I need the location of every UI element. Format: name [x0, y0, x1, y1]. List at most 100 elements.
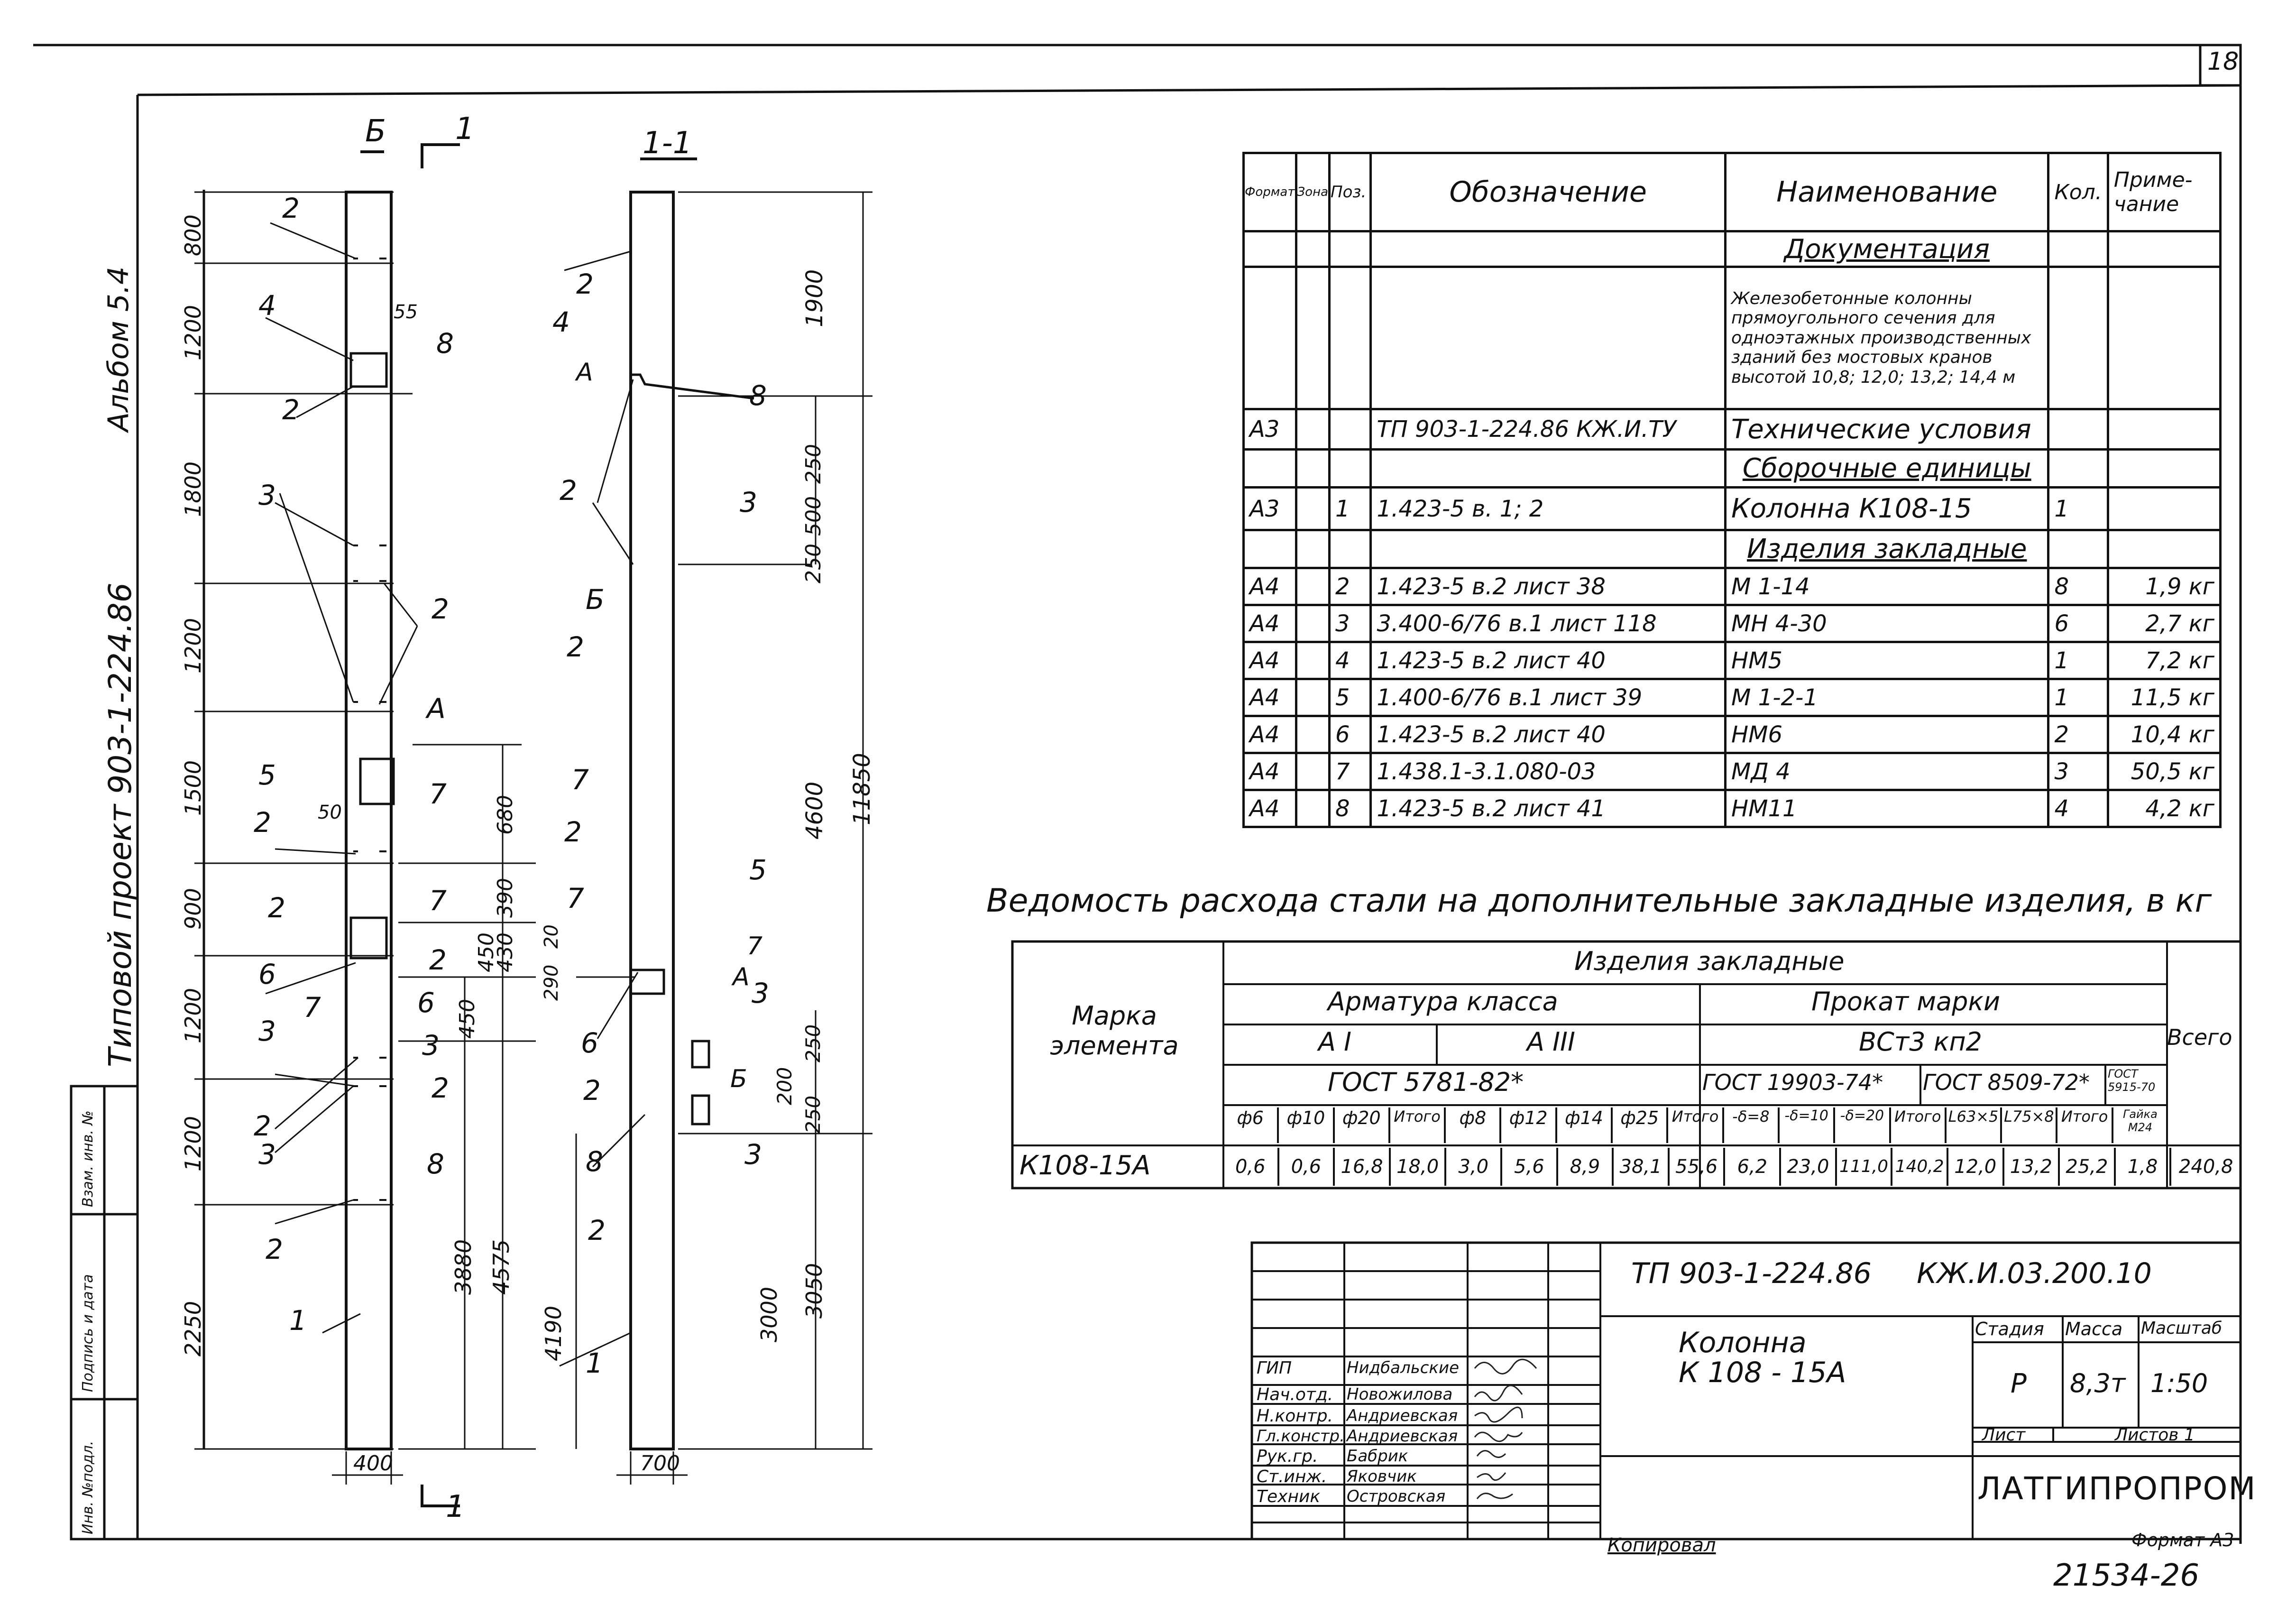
section-mark-top: 1 — [455, 111, 475, 147]
title-person: Нидбальские — [1347, 1358, 1459, 1377]
callout: 2 — [583, 1074, 601, 1107]
spec-name: М 1-14 — [1724, 567, 2050, 606]
title-person: Новожилова — [1347, 1385, 1453, 1404]
copied-label: Копировал — [1607, 1534, 1716, 1556]
callout: 1 — [586, 1347, 603, 1379]
sheets-label: Листов 1 — [2115, 1425, 2195, 1445]
spec-designation: 3.400-6/76 в.1 лист 118 — [1369, 604, 1727, 643]
spec-designation: 1.423-5 в.2 лист 38 — [1369, 567, 1727, 606]
callout: 4 — [552, 306, 570, 338]
spec-name: НМ5 — [1724, 641, 2050, 680]
steel-value: 38,1 — [1614, 1148, 1670, 1186]
callout: 3 — [258, 1138, 276, 1171]
dim-label: 1200 — [180, 1116, 206, 1172]
title-person: Бабрик — [1347, 1447, 1408, 1466]
stamp-inv: Инв. №подл. — [80, 1440, 96, 1534]
stamp-number: 21534-26 — [2053, 1558, 2200, 1593]
steel-gost-2: ГОСТ 8509-72* — [1923, 1070, 2090, 1095]
stamp-sign: Подпись и дата — [80, 1274, 96, 1393]
callout: 2 — [576, 268, 594, 300]
dim-label: 4600 — [801, 781, 828, 840]
callout: 2 — [429, 944, 447, 976]
steel-title: Ведомость расхода стали на дополнительны… — [986, 882, 2212, 920]
steel-value: 18,0 — [1391, 1148, 1447, 1186]
dim-label: 500 — [801, 496, 826, 536]
callout: 7 — [567, 882, 584, 914]
steel-col: ф14 — [1557, 1107, 1613, 1143]
steel-col: -δ=10 — [1780, 1107, 1836, 1143]
dim-label: 4575 — [488, 1239, 514, 1295]
dim-label: 20 — [541, 924, 562, 949]
callout: 2 — [588, 1214, 606, 1246]
steel-value: 111,0 — [1837, 1148, 1893, 1186]
callout: 6 — [581, 1027, 598, 1059]
view-label: Б — [365, 114, 386, 149]
callout: 2 — [567, 631, 584, 663]
spec-section-title: Документация — [1724, 230, 2050, 268]
steel-value: 140,2 — [1892, 1148, 1948, 1186]
steel-col: Итого — [1891, 1107, 1947, 1143]
title-person: Андриевская — [1347, 1406, 1458, 1425]
spec-header: Кол. — [2047, 152, 2109, 232]
sheet-label: Лист — [1982, 1425, 2026, 1445]
spec-name: Колонна К108-15 — [1724, 486, 2050, 531]
steel-values: 0,6 0,6 16,8 18,0 3,0 5,6 8,9 38,1 55,6 … — [1223, 1148, 2241, 1186]
steel-col: Итого — [1668, 1107, 1724, 1143]
title-person: Яковчик — [1347, 1467, 1417, 1486]
callout: 3 — [422, 1029, 440, 1061]
steel-value: 5,6 — [1502, 1148, 1558, 1186]
callout: 7 — [303, 991, 321, 1024]
spec-header: Формат — [1242, 152, 1297, 232]
spec-designation: 1.423-5 в.2 лист 40 — [1369, 641, 1727, 680]
dim-label: 4190 — [541, 1305, 566, 1361]
stage-value: Р — [2011, 1368, 2027, 1399]
steel-col: ф20 — [1335, 1107, 1390, 1143]
steel-value: 55,6 — [1670, 1148, 1726, 1186]
steel-value: 3,0 — [1446, 1148, 1503, 1186]
callout: 3 — [258, 479, 276, 511]
callout: 2 — [282, 192, 300, 224]
callout: 8 — [427, 1148, 444, 1180]
dim-label: 250 — [801, 544, 826, 583]
steel-col: L63×5 — [1947, 1107, 2002, 1143]
spec-name: Технические условия — [1724, 408, 2050, 451]
spec-section-title: Сборочные единицы — [1724, 448, 2050, 489]
spec-header: Наименование — [1724, 152, 2050, 232]
title-role: Рук.гр. — [1257, 1447, 1318, 1466]
project-side-label: Типовой проект 903-1-224.86 — [102, 582, 138, 1067]
callout: 7 — [571, 764, 589, 796]
sheet-number: 18 — [2207, 47, 2239, 76]
dim-label: 55 — [394, 301, 418, 323]
steel-col-headers: ф6 ф10 ф20 Итого ф8 ф12 ф14 ф25 Итого -δ… — [1223, 1107, 2167, 1143]
steel-rebar: Арматура класса — [1328, 987, 1558, 1016]
dim-label: 450 — [474, 932, 498, 972]
steel-value: 12,0 — [1948, 1148, 2004, 1186]
steel-col: ф12 — [1501, 1107, 1557, 1143]
steel-value: 13,2 — [2004, 1148, 2060, 1186]
spec-section-title: Изделия закладные — [1724, 529, 2050, 569]
callout: 2 — [254, 806, 271, 839]
format-label: Формат А3 — [2131, 1530, 2234, 1550]
steel-value: 1,8 — [2116, 1148, 2172, 1186]
callout: 8 — [749, 379, 767, 412]
callout: 2 — [560, 474, 577, 507]
mass-label: Масса — [2065, 1319, 2123, 1339]
section-mark-bottom: 1 — [446, 1489, 465, 1524]
steel-rolled: Прокат марки — [1811, 987, 2001, 1016]
dim-label: 1200 — [180, 987, 206, 1043]
steel-col: -δ=20 — [1835, 1107, 1891, 1143]
callout: Б — [730, 1065, 747, 1093]
callout: 2 — [432, 1072, 449, 1104]
dim-label: 390 — [493, 878, 517, 918]
dim-label: 200 — [773, 1067, 796, 1105]
dim-label: 250 — [801, 1024, 825, 1062]
spec-designation: ТП 903-1-224.86 КЖ.И.ТУ — [1369, 408, 1727, 451]
steel-value: 0,6 — [1223, 1148, 1279, 1186]
callout: 5 — [258, 759, 276, 791]
callout: A — [427, 692, 446, 725]
title-role: Н.контр. — [1257, 1406, 1333, 1426]
spec-table: Формат Зона Поз. Обозначение Наименовани… — [1242, 152, 2222, 828]
dim-label: 800 — [180, 214, 206, 256]
